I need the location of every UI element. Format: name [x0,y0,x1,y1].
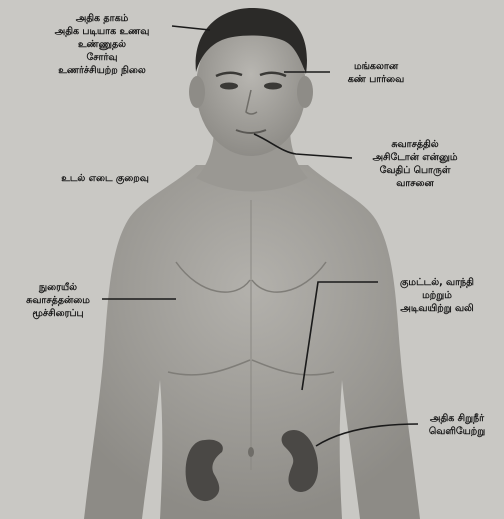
frequent-urination-line: வெளியேற்று [412,425,502,438]
weight-loss-line: உடல் எடை குறைவு [36,172,174,185]
lung-breathing-label: நுரையீல் சுவாசத்தன்மை மூச்சிரைப்பு [8,281,108,320]
acetone-breath-label: சுவாசத்தில் அசிடோன் என்னும் வேதிப் பொருள… [350,138,480,190]
acetone-breath-line: அசிடோன் என்னும் [350,151,480,164]
lung-breathing-line: நுரையீல் [8,281,108,294]
symptoms-top-line: உணர்ச்சியற்ற நிலை [28,64,176,77]
symptoms-top-label: அதிக தாகம் அதிக படியாக உணவு உண்ணுதல் சோர… [28,12,176,77]
nausea-abdominal-line: அடிவயிற்று வலி [372,302,502,315]
frequent-urination-label: அதிக சிறுநீர் வெளியேற்று [412,412,502,438]
acetone-breath-line: சுவாசத்தில் [350,138,480,151]
left-eye [220,83,238,90]
nausea-abdominal-line: குமட்டல், வாந்தி [372,276,502,289]
blurred-vision-line: கண் பார்வை [324,73,428,86]
blurred-vision-label: மங்கலான கண் பார்வை [324,60,428,86]
symptoms-top-line: அதிக படியாக உணவு [28,25,176,38]
left-ear [189,76,205,108]
acetone-breath-line: வாசனை [350,177,480,190]
right-ear [297,76,313,108]
lung-breathing-line: சுவாசத்தன்மை [8,294,108,307]
lung-breathing-line: மூச்சிரைப்பு [8,307,108,320]
right-eye [264,83,282,90]
blurred-vision-line: மங்கலான [324,60,428,73]
weight-loss-label: உடல் எடை குறைவு [36,172,174,185]
symptoms-top-line: சோர்வு [28,51,176,64]
nausea-abdominal-line: மற்றும் [372,289,502,302]
frequent-urination-line: அதிக சிறுநீர் [412,412,502,425]
symptoms-top-line: உண்ணுதல் [28,38,176,51]
nausea-abdominal-label: குமட்டல், வாந்தி மற்றும் அடிவயிற்று வலி [372,276,502,315]
torso [84,165,420,519]
acetone-breath-line: வேதிப் பொருள் [350,164,480,177]
symptoms-top-line: அதிக தாகம் [28,12,176,25]
